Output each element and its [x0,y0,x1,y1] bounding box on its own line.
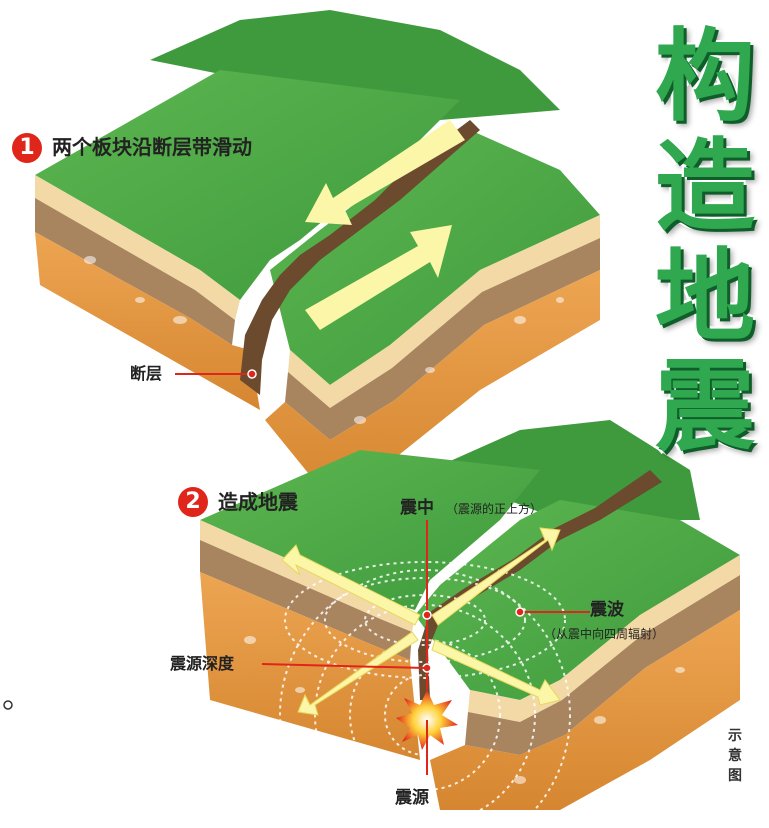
pebbles-2 [244,636,685,784]
fault-label: 断层 [130,364,163,383]
layer-brown-left [35,198,235,345]
grass-top-left-2 [200,450,540,610]
layer-orange-right [265,270,600,500]
step-1-badge: 1 [12,133,42,163]
wave-arrow-up-right [431,527,561,626]
layer-sand-left-2 [200,520,415,632]
grass-top-left [35,70,460,300]
mountain-ridge [150,10,560,120]
step-2-badge: 2 [178,487,208,517]
epicenter-marker [422,610,432,620]
focus-label: 震源 [395,788,429,808]
layer-brown-right-2 [465,575,740,755]
wave-arrows [281,527,561,716]
arrow-down-left [305,120,465,225]
block-2 [200,420,740,828]
depth-leader-line [261,663,426,669]
fault-marker [247,369,257,379]
layer-sand-right [288,215,600,408]
wave-arrow-up-left [281,544,421,626]
fault-crack-2 [418,470,662,700]
step-2-text: 造成地震 [218,490,298,514]
wave-arrow-down-right [431,639,561,706]
fault-crack [240,110,480,395]
layer-orange-left [35,232,260,410]
layer-brown-right [285,238,600,440]
corner-note-char-1: 示 [728,728,742,744]
layer-brown-left-2 [200,540,412,660]
title-char-4: 震 [655,348,755,465]
seismic-wave-label: 震波 [590,600,624,620]
layer-sand-left [35,175,240,320]
stray-dot [3,700,13,710]
layer-orange-right-2 [430,610,740,810]
wave-marker [515,607,525,617]
wave-arrow-down-left [297,631,419,716]
block-1 [35,10,600,500]
corner-note-char-2: 意 [728,748,742,764]
pebbles-1 [84,256,564,424]
epicenter-note: （震源的正上方） [446,502,543,516]
step-1-text: 两个板块沿断层带滑动 [52,135,252,159]
title-char-1: 构 [655,18,755,135]
corner-note-char-3: 图 [728,768,742,784]
layer-sand-right-2 [468,555,740,722]
title-char-2: 造 [655,128,755,245]
arrow-up-right [305,225,452,330]
title-char-3: 地 [655,238,755,355]
focal-depth-label: 震源深度 [170,654,235,673]
epicenter-label: 震中 [400,498,434,518]
seismic-wave-note: （从震中向四周辐射） [544,627,665,641]
